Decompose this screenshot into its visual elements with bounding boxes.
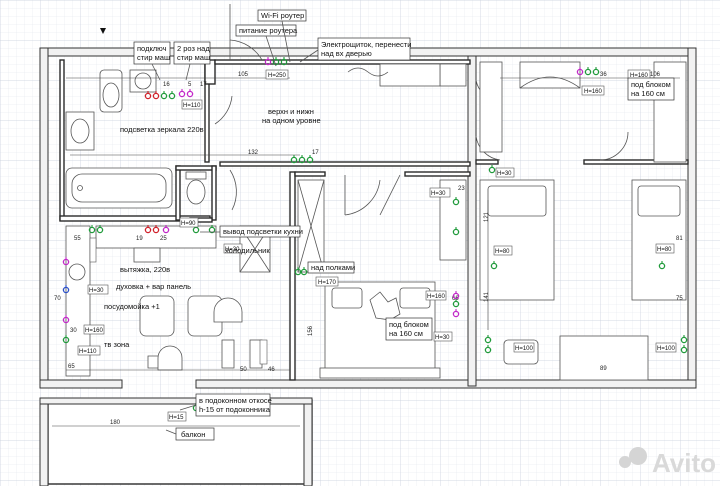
dim-156: 156 — [308, 325, 314, 336]
dim-17b: 17 — [200, 82, 207, 88]
label-fridge: холодильник — [225, 246, 270, 255]
watermark-text: Avito — [652, 448, 716, 478]
dim-19: 19 — [136, 236, 143, 242]
dim-55: 55 — [74, 236, 81, 242]
dim-106: 106 — [650, 72, 661, 78]
label-washer-connect-2: стир маш — [137, 53, 170, 62]
label-mirror-light: подсветка зеркала 220в — [120, 125, 204, 134]
dim-121: 121 — [484, 211, 490, 222]
height-90: H=90 — [181, 221, 196, 227]
height-30-bed: H=30 — [431, 191, 446, 197]
label-washer-connect-1: подключ — [137, 44, 167, 53]
label-window-slope-2: h-15 от подоконника — [199, 405, 271, 414]
label-two-sockets-2: стир маш — [177, 53, 210, 62]
balcony-area: 180 — [39, 397, 313, 486]
dim-141: 141 — [484, 291, 490, 302]
height-110-kitchen: H=110 — [79, 349, 97, 355]
height-170: H=170 — [318, 280, 337, 286]
leader-lines — [151, 20, 319, 435]
label-oven: духовка + вар панель — [116, 282, 191, 291]
label-window-slope-1: в подоконном откосе — [199, 396, 272, 405]
dim-105: 105 — [238, 72, 249, 78]
dim-50: 50 — [240, 367, 247, 373]
dim-89: 89 — [600, 366, 607, 372]
dimension-texts: 105 106 132 17 36 46 50 16 17 5 25 19 12… — [54, 72, 683, 373]
height-100-left: H=100 — [515, 346, 534, 352]
dim-46: 46 — [268, 367, 275, 373]
label-wifi-router: Wi-Fi роутер — [261, 11, 304, 20]
height-110-bath: H=110 — [183, 103, 201, 109]
height-160-kitchen: H=160 — [85, 328, 104, 334]
height-160-right: H=160 — [584, 89, 603, 95]
dim-30: 30 — [70, 328, 77, 334]
label-dishwasher: посудомойка +1 — [104, 302, 160, 311]
dim-75: 75 — [676, 296, 683, 302]
label-hood: вытяжка, 220в — [120, 265, 170, 274]
dim-70: 70 — [54, 296, 61, 302]
label-under-block-1: под блоком — [389, 320, 429, 329]
dim-65: 65 — [68, 364, 75, 370]
label-router-power: питание роутера — [239, 26, 298, 35]
label-under-block-right-2: на 160 см — [631, 89, 665, 98]
hall-furniture — [347, 63, 467, 87]
dim-23: 23 — [458, 186, 465, 192]
height-15: H=15 — [169, 415, 184, 421]
height-30-right: H=30 — [497, 171, 512, 177]
height-boxes: H=250 H=160 H=160 H=110 H=30 H=30 H=80 H… — [77, 69, 677, 422]
label-under-block-2: на 160 см — [389, 329, 423, 338]
dim-25: 25 — [160, 236, 167, 242]
label-kitchen-light: вывод подсветки кухни — [223, 227, 303, 236]
dim-81: 81 — [676, 236, 683, 242]
height-80-left: H=80 — [495, 249, 510, 255]
bedroom-furniture — [297, 179, 467, 379]
label-balcony: балкон — [181, 430, 205, 439]
dim-132: 132 — [248, 150, 259, 156]
height-30-kitchen: H=30 — [225, 247, 240, 253]
dim-180: 180 — [110, 420, 121, 426]
dim-5: 5 — [188, 82, 192, 88]
watermark: Avito — [619, 447, 716, 478]
annotation-labels: Wi-Fi роутер питание роутера подключ сти… — [104, 9, 675, 441]
label-tv-zone: тв зона — [104, 340, 130, 349]
height-30-kitchen-left: H=30 — [89, 288, 104, 294]
label-under-block-right-1: под блоком — [631, 80, 671, 89]
interior-walls — [59, 59, 689, 381]
label-panel-1: Электрощиток, перенести — [321, 40, 411, 49]
label-two-sockets-1: 2 роз над — [177, 44, 210, 53]
dim-36: 36 — [600, 72, 607, 78]
router-icon — [100, 28, 106, 34]
dim-17: 17 — [312, 150, 319, 156]
label-above-shelves: над полками — [311, 263, 355, 272]
socket-markers — [62, 57, 688, 412]
label-top-bottom-1: верхн и нижн — [268, 107, 314, 116]
height-160-bed: H=160 — [427, 294, 446, 300]
height-80-right: H=80 — [657, 247, 672, 253]
label-panel-2: над вх дверью — [321, 49, 372, 58]
height-100-right: H=100 — [657, 346, 676, 352]
height-30-bed2: H=30 — [435, 335, 450, 341]
height-250: H=250 — [268, 73, 287, 79]
height-160-top: H=160 — [630, 73, 649, 79]
label-top-bottom-2: на одном уровне — [262, 116, 321, 125]
bathroom-fixtures — [65, 69, 207, 209]
dim-16: 16 — [163, 82, 170, 88]
